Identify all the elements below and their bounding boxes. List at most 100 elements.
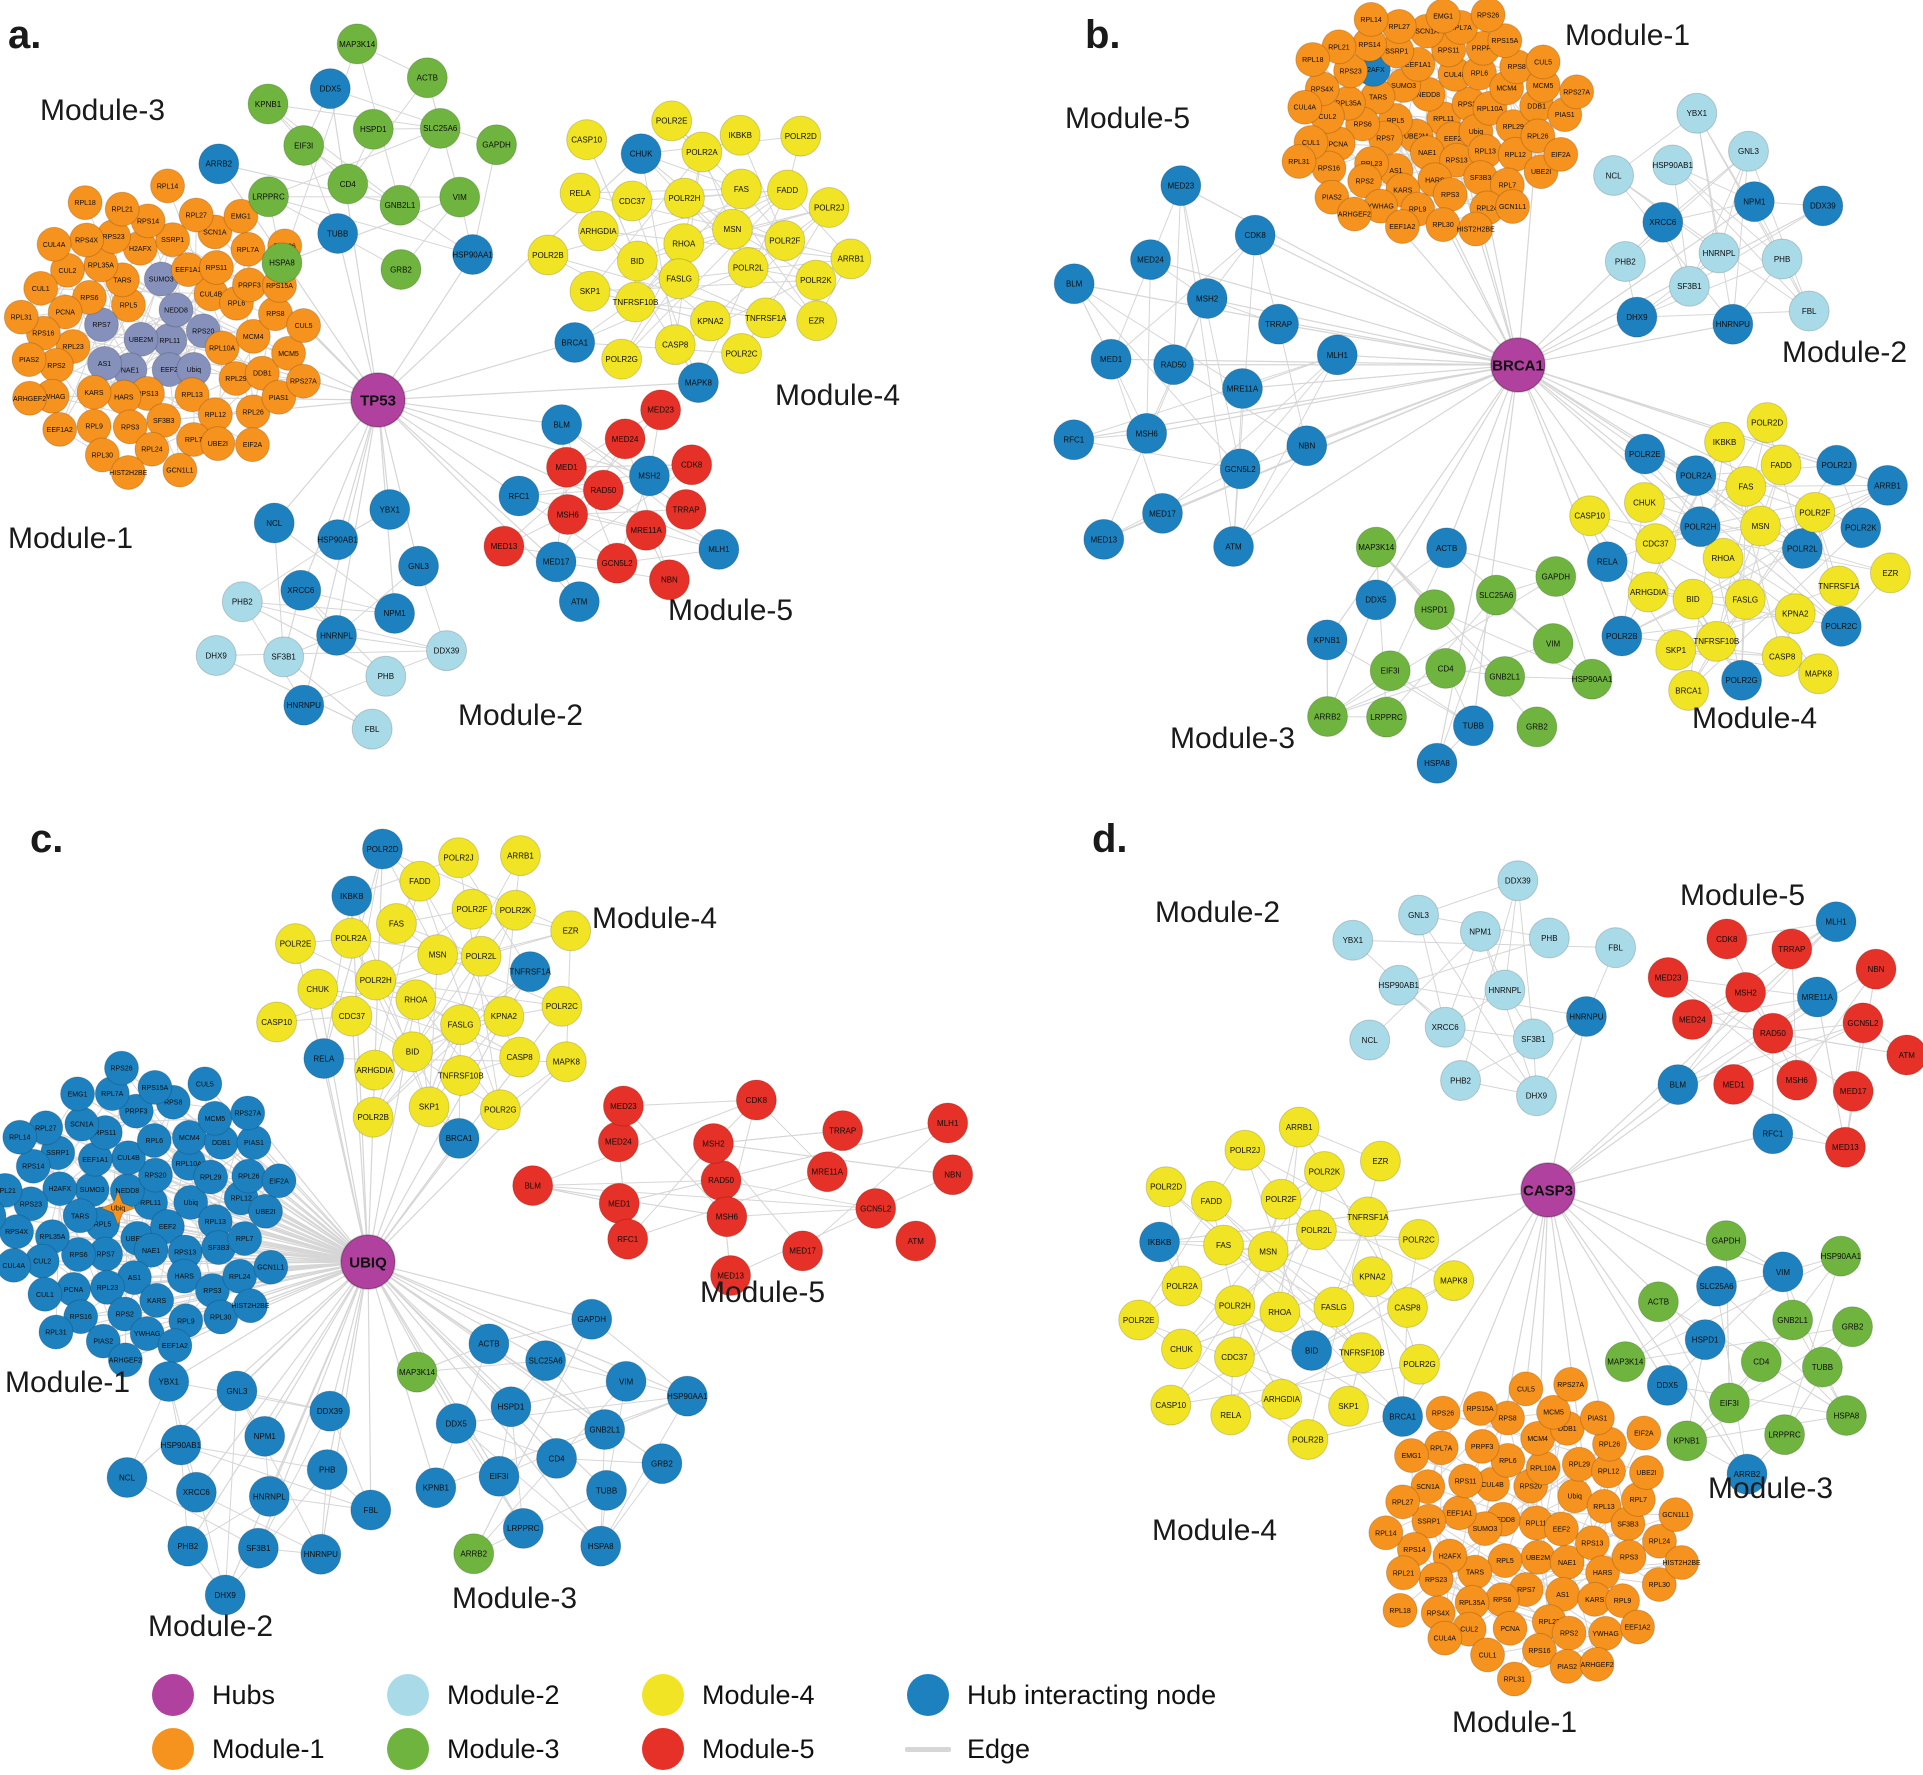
network-node: NAE1 bbox=[133, 1232, 169, 1268]
network-node: LRPPRC bbox=[502, 1507, 544, 1549]
node-label: TNFRSF1A bbox=[510, 967, 552, 976]
node-label: PHB bbox=[1774, 255, 1790, 264]
network-node: RPL31 bbox=[3, 299, 39, 335]
network-node: EIF3I bbox=[1369, 650, 1411, 692]
network-node: MAPK8 bbox=[1433, 1260, 1475, 1302]
node-label: NBN bbox=[1298, 442, 1315, 451]
node-label: NPM1 bbox=[383, 609, 406, 618]
node-label: RPS26 bbox=[1477, 12, 1499, 19]
node-label: CUL4A bbox=[2, 1263, 25, 1270]
node-label: RPL30 bbox=[92, 453, 114, 460]
node-label: RPL29 bbox=[200, 1175, 222, 1182]
module-label: Module-3 bbox=[1170, 722, 1295, 755]
node-label: HSP90AB1 bbox=[1379, 981, 1420, 990]
network-node: MED1 bbox=[546, 446, 588, 488]
module-label: Module-4 bbox=[775, 379, 900, 412]
network-node: RPL21 bbox=[104, 191, 140, 227]
node-label: HNRNPL bbox=[1703, 249, 1736, 258]
network-node: LRPPRC bbox=[1366, 696, 1408, 738]
node-label: POLR2B bbox=[532, 251, 564, 260]
network-node: DHX9 bbox=[1616, 296, 1658, 338]
node-label: POLR2B bbox=[1606, 632, 1638, 641]
network-node: KPNB1 bbox=[247, 83, 289, 125]
network-node: GCN5L2 bbox=[855, 1187, 897, 1229]
network-node: TUBB bbox=[1452, 705, 1494, 747]
node-label: MCM4 bbox=[1496, 85, 1517, 92]
network-node: GCN1L1 bbox=[162, 452, 198, 488]
network-node: MSN bbox=[711, 208, 753, 250]
module-label: Module-1 bbox=[5, 1366, 130, 1399]
node-label: CUL1 bbox=[36, 1292, 54, 1299]
node-label: MLH1 bbox=[937, 1119, 959, 1128]
network-node: RPL7A bbox=[230, 231, 266, 267]
network-node: RPL9 bbox=[1605, 1583, 1641, 1619]
node-label: MED17 bbox=[789, 1247, 816, 1256]
network-node: RPS2 bbox=[1551, 1615, 1587, 1651]
node-label: PHB2 bbox=[1450, 1076, 1471, 1085]
node-label: MRE11A bbox=[1227, 384, 1259, 393]
node-label: TRRAP bbox=[1265, 320, 1292, 329]
legend-label-edge: Edge bbox=[967, 1733, 1031, 1764]
node-label: POLR2A bbox=[1680, 471, 1712, 480]
network-node: FAS bbox=[375, 902, 417, 944]
node-label: RPS27A bbox=[1557, 1382, 1584, 1389]
node-label: RPL29 bbox=[225, 376, 247, 383]
node-label: RAD50 bbox=[1161, 361, 1187, 370]
node-label: SSRP1 bbox=[1417, 1519, 1440, 1526]
network-node: POLR2E bbox=[275, 923, 317, 965]
node-label: KPNB1 bbox=[255, 100, 282, 109]
network-node: TRRAP bbox=[1258, 303, 1300, 345]
network-node: GNL3 bbox=[398, 545, 440, 587]
node-label: RPS23 bbox=[1425, 1577, 1447, 1584]
hub-interacting-swatch-icon bbox=[905, 1672, 951, 1718]
network-node: TNFRSF1A bbox=[510, 951, 552, 993]
network-node: HNRNPU bbox=[300, 1533, 342, 1575]
node-label: GNL3 bbox=[227, 1387, 248, 1396]
node-label: SLC25A6 bbox=[423, 124, 458, 133]
network-node: HSPD1 bbox=[1413, 589, 1455, 631]
node-label: MED1 bbox=[1722, 1080, 1745, 1089]
node-label: PIAS2 bbox=[93, 1339, 113, 1346]
network-node: IKBKB bbox=[1704, 421, 1746, 463]
panel-letter: a. bbox=[8, 13, 41, 57]
network-node: MCM4 bbox=[235, 318, 271, 354]
node-label: ACTB bbox=[1648, 1298, 1669, 1307]
node-label: UBE2M bbox=[126, 1236, 150, 1243]
network-node: RPS27A bbox=[1553, 1366, 1589, 1402]
network-node: RPL6 bbox=[136, 1122, 172, 1158]
network-node: CUL1 bbox=[1470, 1637, 1506, 1673]
node-label: BID bbox=[631, 257, 645, 266]
network-node: CDC37 bbox=[611, 180, 653, 222]
node-label: MAPK8 bbox=[1440, 1276, 1468, 1285]
network-node: VIM bbox=[439, 176, 481, 218]
node-label: BRCA1 bbox=[446, 1134, 473, 1143]
node-label: RPS23 bbox=[102, 234, 124, 241]
node-label: DHX9 bbox=[206, 651, 228, 660]
network-node: POLR2E bbox=[1624, 433, 1666, 475]
network-node: GAPDH bbox=[476, 124, 518, 166]
node-label: GNL3 bbox=[1738, 147, 1759, 156]
node-label: HNRNPU bbox=[304, 1550, 338, 1559]
module-label: Module-2 bbox=[458, 699, 583, 732]
network-node: MSH2 bbox=[1186, 278, 1228, 320]
node-label: TNFRSF10B bbox=[438, 1071, 484, 1080]
network-node: ARHGEF2 bbox=[1579, 1646, 1615, 1682]
network-node: RAD50 bbox=[1153, 344, 1195, 386]
node-label: RPL26 bbox=[242, 409, 264, 416]
network-node: HIST2H2BE bbox=[1457, 211, 1495, 247]
network-node: FADD bbox=[399, 860, 441, 902]
node-label: RPS20 bbox=[1520, 1484, 1542, 1491]
node-label: RPS6 bbox=[80, 295, 98, 302]
network-node: BID bbox=[1672, 578, 1714, 620]
node-label: RPS27A bbox=[290, 379, 317, 386]
node-label: TNFRSF1A bbox=[1347, 1213, 1389, 1222]
network-node: CD4 bbox=[1425, 647, 1467, 689]
network-node: RPS2 bbox=[107, 1296, 143, 1332]
network-node: POLR2L bbox=[1781, 527, 1823, 569]
node-label: RPS6 bbox=[1353, 122, 1371, 129]
network-node: AS1 bbox=[87, 345, 123, 381]
network-node: GNL3 bbox=[1398, 894, 1440, 936]
node-label: Ubiq bbox=[187, 367, 202, 374]
node-label: RPS8 bbox=[1508, 64, 1526, 71]
node-label: NPM1 bbox=[1469, 927, 1492, 936]
